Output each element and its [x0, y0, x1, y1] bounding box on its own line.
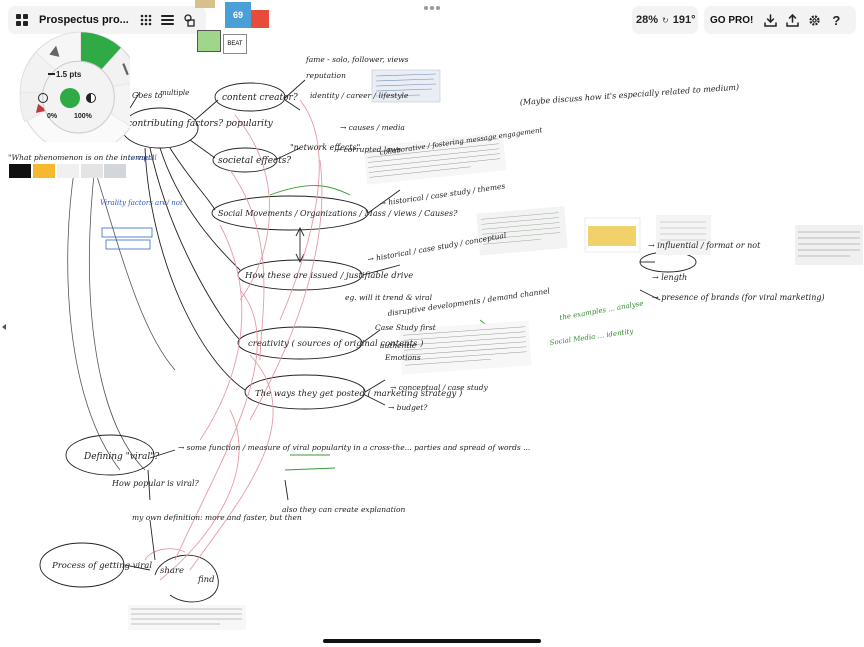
note-conceptual: → conceptual / case study — [390, 383, 489, 392]
rotate-icon: ↻ — [662, 15, 669, 25]
note-issues: How these are issued / justifiable drive — [244, 271, 413, 281]
note-what-phenomenon: "What phenomenon is on the internet" — [8, 153, 154, 162]
gallery-grid-icon[interactable] — [11, 9, 33, 31]
note-green-right: the examples ... analyse — [559, 299, 644, 322]
note-identity: identity / career / lifestyle — [310, 91, 409, 100]
pasted-clippings — [128, 69, 863, 630]
active-color-dot[interactable] — [60, 88, 80, 108]
swatch-gray[interactable] — [81, 164, 103, 178]
zoom-level[interactable]: 28% — [636, 14, 659, 26]
color-picker-icon[interactable] — [38, 93, 48, 103]
note-historical: → historical / case study / themes — [379, 181, 506, 208]
ink-strokes — [39, 79, 697, 603]
share-upload-icon[interactable] — [781, 9, 803, 31]
note-case-study: Case Study first — [375, 323, 437, 332]
note-social-movements: Social Movements / Organizations / Mass … — [218, 209, 458, 218]
note-green-right2: Social Media ... identity — [549, 327, 635, 347]
shapes-icon[interactable] — [179, 9, 201, 31]
note-societal-effects: societal effects? — [218, 156, 291, 166]
document-title[interactable]: Prospectus pro... — [39, 14, 129, 26]
note-right-question: (Maybe discuss how it's especially relat… — [520, 83, 740, 107]
note-how-popular: How popular is viral? — [111, 479, 200, 488]
download-icon[interactable] — [759, 9, 781, 31]
sticker-card: BEAT — [223, 34, 247, 54]
note-own-definition: my own definition: more and faster, but … — [132, 513, 302, 522]
note-goes-to: Goes to — [132, 91, 163, 100]
swatch-blue-gray[interactable] — [104, 164, 126, 178]
note-not-equal: to equal — [128, 154, 157, 162]
note-influential: → influential / format or not — [648, 241, 761, 250]
collapse-handle[interactable] — [2, 324, 6, 330]
go-pro-button[interactable]: GO PRO! — [710, 14, 754, 26]
note-find: find — [197, 575, 215, 585]
sticker-thumbnails[interactable]: 69 BEAT — [195, 0, 275, 58]
sticker-bird — [251, 10, 269, 28]
note-authentic: authentic — [380, 341, 417, 350]
opacity-max-label: 100% — [74, 113, 92, 120]
note-defining: Defining "viral"? — [83, 452, 159, 462]
note-disruptive: disruptive developments / demand channel — [387, 286, 551, 318]
swatch-light-gray[interactable] — [57, 164, 79, 178]
note-budget: → budget? — [388, 403, 428, 412]
note-ways: The ways they get posted ( marketing str… — [255, 388, 462, 399]
note-creativity: creativity ( sources of original content… — [248, 338, 423, 349]
note-process: Process of getting viral — [51, 561, 152, 571]
swatch-yellow[interactable] — [33, 164, 55, 178]
view-controls[interactable]: 28% ↻ 191° — [632, 6, 698, 34]
sticker-tile: 69 — [225, 2, 251, 28]
sticker-flappy — [197, 30, 221, 52]
opacity-min-label: 0% — [47, 113, 58, 120]
handwritten-notes: contributing factors? popularity Goes to… — [8, 55, 825, 585]
note-causes: → causes / media — [340, 123, 405, 132]
note-multiple: multiple — [160, 89, 189, 97]
note-reputation: reputation — [306, 71, 346, 80]
opacity-icon[interactable] — [86, 93, 96, 103]
note-definition: → some function / measure of viral popul… — [178, 443, 530, 452]
note-also: also they can create explanation — [282, 505, 406, 514]
note-content-creator: content creator? — [222, 93, 298, 103]
note-share: share — [160, 566, 184, 576]
home-indicator[interactable] — [323, 639, 541, 643]
brush-size-label[interactable]: 1.5 pts — [56, 70, 82, 79]
note-emotions: Emotions — [384, 353, 421, 362]
document-toolbar: Prospectus pro... — [8, 6, 206, 34]
note-central: contributing factors? popularity — [127, 119, 274, 129]
settings-gear-icon[interactable] — [803, 9, 825, 31]
action-toolbar: GO PRO! ? — [704, 6, 856, 34]
note-viral-factors: Virality factors are/ not — [100, 199, 183, 207]
layers-icon[interactable] — [157, 9, 179, 31]
note-network-effects: "network effects" — [290, 143, 360, 152]
brush-size-bar[interactable] — [48, 73, 55, 75]
swatch-black[interactable] — [9, 164, 31, 178]
note-eg: eg. will it trend & viral — [345, 293, 433, 302]
note-corrupted: → corrupted laws — [335, 145, 401, 154]
help-icon[interactable]: ? — [832, 12, 841, 28]
page-indicator — [424, 6, 440, 10]
grid-dots-icon[interactable] — [135, 9, 157, 31]
rotation-angle[interactable]: 191° — [672, 14, 696, 26]
note-length: → length — [652, 273, 687, 282]
tool-wheel[interactable] — [18, 30, 130, 142]
note-presence: → presence of brands (for viral marketin… — [652, 293, 825, 302]
note-fame: fame - solo, follower, views — [305, 55, 409, 64]
